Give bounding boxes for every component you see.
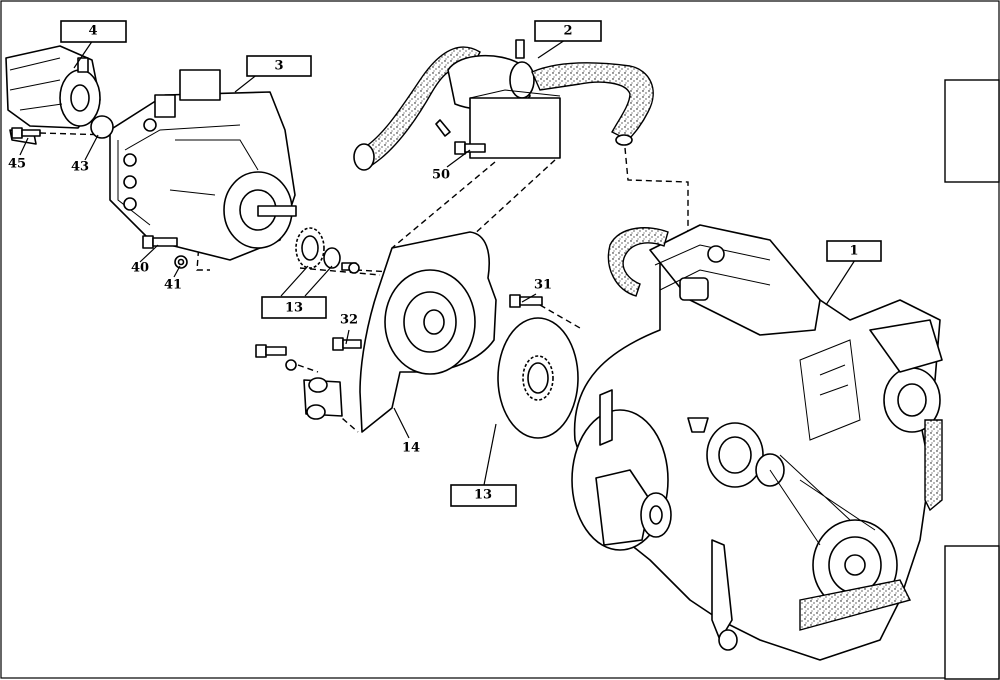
item-40: 40 <box>131 261 149 276</box>
callout-4-label: 4 <box>88 24 97 39</box>
callout-4: 4 <box>60 20 127 43</box>
flywheel-housing-icon <box>359 231 497 433</box>
o-ring-43-icon <box>90 115 114 139</box>
bolt-32-icon <box>332 337 362 351</box>
engine-block-icon <box>571 224 943 661</box>
callout-13-upper: 13 <box>261 296 327 319</box>
callout-13-lower: 13 <box>450 484 517 507</box>
bolt-40-icon <box>142 235 178 249</box>
callout-13-upper-label: 13 <box>285 301 303 316</box>
bolt-left-icon <box>255 344 297 371</box>
item-31: 31 <box>534 278 552 293</box>
item-41: 41 <box>164 278 182 293</box>
callout-2-label: 2 <box>563 24 572 39</box>
bolt-31-icon <box>509 294 543 308</box>
callout-2: 2 <box>534 20 602 42</box>
callout-13-lower-label: 13 <box>474 488 492 503</box>
callout-1-label: 1 <box>849 244 858 259</box>
coupling-disc-icon <box>497 317 579 439</box>
washer-41-icon <box>174 255 188 269</box>
callout-1: 1 <box>826 240 882 262</box>
gear-icon <box>295 227 360 274</box>
item-50: 50 <box>432 168 450 183</box>
callout-3-label: 3 <box>274 59 283 74</box>
item-43: 43 <box>71 160 89 175</box>
bolt-50-icon <box>454 141 486 155</box>
hydraulic-pump-icon <box>109 69 297 261</box>
callout-3: 3 <box>246 55 312 77</box>
item-32: 32 <box>340 313 358 328</box>
side-tab-upper <box>944 79 1000 183</box>
air-filter-icon <box>353 39 654 171</box>
item-45: 45 <box>8 157 26 172</box>
bolt-45-icon <box>11 127 41 139</box>
item-14: 14 <box>402 441 420 456</box>
fitting-icon <box>303 377 343 420</box>
side-tab-lower <box>944 545 1000 680</box>
